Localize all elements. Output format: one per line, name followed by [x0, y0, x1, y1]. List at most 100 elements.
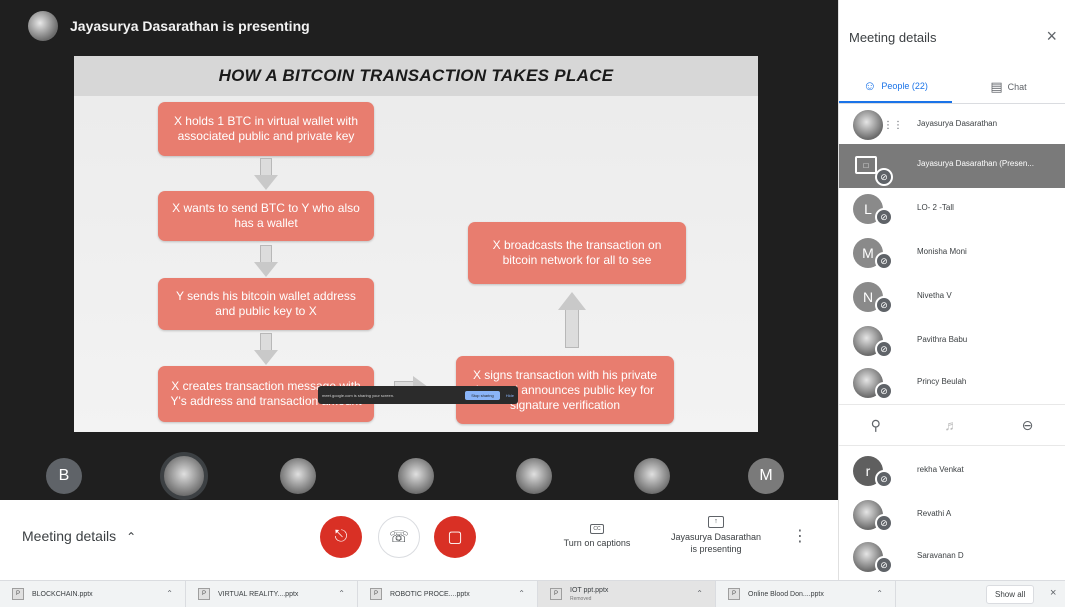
participant-row[interactable]: N ⊘ Nivetha V: [839, 276, 1065, 320]
close-icon[interactable]: ×: [1046, 26, 1057, 46]
captions-icon: CC: [590, 524, 604, 534]
avatar: [853, 110, 883, 140]
participant-strip: B M: [0, 452, 838, 500]
participant-tile[interactable]: [280, 458, 316, 494]
participant-actions: ⚲ ♬ ⊖: [839, 404, 1065, 446]
participant-tile-active[interactable]: [160, 452, 208, 500]
panel-header: Meeting details ×: [839, 0, 1065, 70]
participant-name: Pavithra Babu: [917, 335, 968, 344]
slide-title: HOW A BITCOIN TRANSACTION TAKES PLACE: [218, 66, 614, 85]
chevron-up-icon[interactable]: ⌃: [876, 588, 883, 598]
participant-tile[interactable]: [516, 458, 552, 494]
people-icon: ☺: [863, 78, 877, 93]
participant-name: Saravanan D: [917, 551, 964, 560]
chevron-up-icon: ⌃: [126, 530, 137, 544]
download-name: Online Blood Don....pptx: [748, 590, 824, 598]
screen-share-notice: meet.google.com is sharing your screen. …: [318, 386, 518, 404]
participant-row[interactable]: r ⊘ rekha Venkat: [839, 450, 1065, 494]
share-notice-text: meet.google.com is sharing your screen.: [322, 392, 395, 398]
participant-name: Revathi A: [917, 509, 952, 518]
stop-sharing-button[interactable]: Stop sharing: [465, 390, 500, 400]
remove-participant-icon[interactable]: ⊖: [1021, 416, 1034, 433]
mic-off-icon: ⎋: [334, 528, 348, 545]
participant-tile[interactable]: [634, 458, 670, 494]
participant-row[interactable]: ⊘ Princy Beulah: [839, 362, 1065, 406]
download-name: ROBOTIC PROCE....pptx: [390, 590, 470, 598]
shared-slide: HOW A BITCOIN TRANSACTION TAKES PLACE X …: [74, 56, 758, 432]
download-name: VIRTUAL REALITY....pptx: [218, 590, 299, 598]
mic-off-icon: ⊘: [875, 208, 893, 226]
download-item[interactable]: P IOT ppt.pptx Removed ⌃: [538, 580, 716, 607]
tab-people[interactable]: ☺ People (22): [839, 70, 952, 103]
mic-off-icon: ⊘: [875, 556, 893, 574]
more-options-icon[interactable]: ⋮: [792, 528, 808, 545]
presenting-line2: is presenting: [690, 544, 742, 554]
mic-toggle-button[interactable]: ⎋: [320, 516, 362, 558]
participant-row[interactable]: M ⊘ Monisha Moni: [839, 232, 1065, 276]
camera-toggle-button[interactable]: ▢: [434, 516, 476, 558]
download-item[interactable]: P ROBOTIC PROCE....pptx ⌃: [358, 580, 538, 607]
presentation-stage: Jayasurya Dasarathan is presenting HOW A…: [0, 0, 838, 500]
call-controls: Meeting details ⌃ ⎋ ☏ ▢ CC Turn on capti…: [0, 500, 838, 580]
participant-name: Monisha Moni: [917, 247, 967, 256]
arrow-up-icon: [558, 292, 586, 348]
hide-notice-button[interactable]: Hide: [505, 392, 514, 398]
pin-icon[interactable]: ⚲: [870, 416, 881, 433]
participant-row[interactable]: ⊘ Revathi A: [839, 494, 1065, 538]
panel-title: Meeting details: [849, 30, 937, 45]
participant-row[interactable]: ⊘ Pavithra Babu: [839, 320, 1065, 364]
captions-button[interactable]: CC Turn on captions: [552, 522, 642, 548]
phone-hangup-icon: ☏: [388, 529, 409, 546]
presenting-button[interactable]: ↑ Jayasurya Dasarathan is presenting: [656, 514, 776, 555]
panel-tabs: ☺ People (22) ▤ Chat: [839, 70, 1065, 104]
flow-box-hold-btc: X holds 1 BTC in virtual wallet with ass…: [158, 102, 374, 156]
mic-off-icon: ⊘: [875, 382, 893, 400]
mic-off-icon: ⊘: [875, 470, 893, 488]
meeting-details-label: Meeting details: [22, 528, 117, 544]
participant-tile[interactable]: M: [748, 458, 784, 494]
chat-icon: ▤: [990, 78, 1003, 94]
presenting-line1: Jayasurya Dasarathan: [670, 532, 762, 542]
download-item[interactable]: P BLOCKCHAIN.pptx ⌃: [0, 580, 186, 607]
participant-name: rekha Venkat: [917, 465, 964, 474]
chevron-up-icon[interactable]: ⌃: [696, 588, 703, 598]
participant-row[interactable]: ⋮⋮ Jayasurya Dasarathan: [839, 104, 1065, 148]
mic-off-icon: ⊘: [875, 168, 893, 186]
arrow-down-icon: [254, 158, 278, 190]
download-item[interactable]: P VIRTUAL REALITY....pptx ⌃: [186, 580, 358, 607]
participant-row-presentation[interactable]: □ ⊘ Jayasurya Dasarathan (Presen...: [839, 144, 1065, 188]
pptx-file-icon: P: [198, 588, 210, 600]
chevron-up-icon[interactable]: ⌃: [166, 588, 173, 598]
chevron-up-icon[interactable]: ⌃: [338, 588, 345, 598]
presenter-label: Jayasurya Dasarathan is presenting: [70, 18, 310, 34]
meeting-details-button[interactable]: Meeting details ⌃: [22, 528, 136, 544]
participant-name: Nivetha V: [917, 291, 952, 300]
end-call-button[interactable]: ☏: [378, 516, 420, 558]
download-name: BLOCKCHAIN.pptx: [32, 590, 93, 598]
captions-label: Turn on captions: [563, 538, 631, 548]
show-all-button[interactable]: Show all: [986, 585, 1035, 604]
close-icon[interactable]: ×: [1050, 587, 1057, 599]
flow-box-send-btc: X wants to send BTC to Y who also has a …: [158, 191, 374, 241]
participant-name: Princy Beulah: [917, 377, 967, 386]
mic-off-icon: ⊘: [875, 252, 893, 270]
participant-tile[interactable]: [398, 458, 434, 494]
arrow-down-icon: [254, 333, 278, 365]
participant-tile[interactable]: B: [46, 458, 82, 494]
arrow-down-icon: [254, 245, 278, 277]
mic-off-icon: ⊘: [875, 296, 893, 314]
mic-off-icon: ⊘: [875, 340, 893, 358]
participant-row[interactable]: ⊘ Saravanan D: [839, 536, 1065, 580]
camera-off-icon: ▢: [447, 529, 463, 546]
pptx-file-icon: P: [550, 588, 562, 600]
mic-off-icon: ⊘: [875, 514, 893, 532]
mute-participant-icon[interactable]: ♬: [944, 417, 959, 433]
chevron-up-icon[interactable]: ⌃: [518, 588, 525, 598]
download-item[interactable]: P Online Blood Don....pptx ⌃: [716, 580, 896, 607]
tab-chat[interactable]: ▤ Chat: [952, 70, 1065, 103]
present-screen-icon: ↑: [708, 516, 724, 528]
participant-row[interactable]: L ⊘ LO- 2 -Tall: [839, 188, 1065, 232]
presentation-icon: □: [855, 156, 877, 174]
flow-box-send-address: Y sends his bitcoin wallet address and p…: [158, 278, 374, 330]
